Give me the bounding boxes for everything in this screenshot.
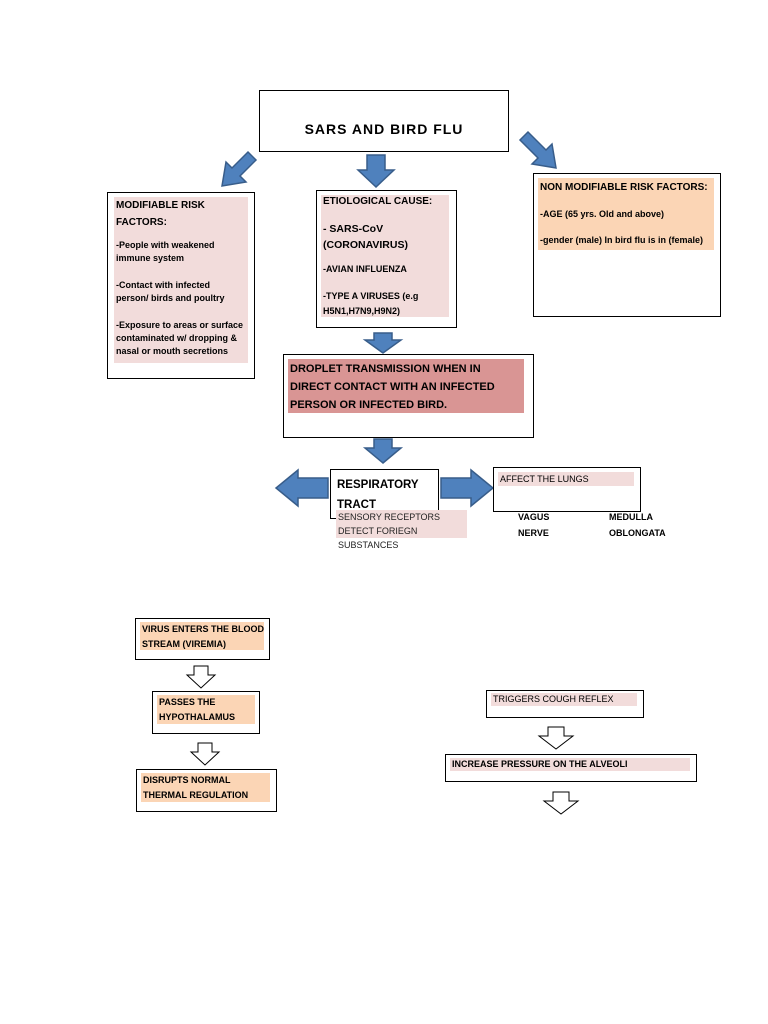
medulla-text: MEDULLA OBLONGATA: [609, 512, 666, 538]
hollow-arrow-3: [537, 726, 575, 750]
arrow-left-from-respiratory: [274, 468, 329, 508]
diagram-title: SARS AND BIRD FLU: [304, 121, 464, 137]
cough-text: TRIGGERS COUGH REFLEX: [493, 694, 614, 704]
vagus-nerve-text: VAGUS NERVE: [518, 512, 550, 538]
viremia-text: VIRUS ENTERS THE BLOOD STREAM (VIREMIA): [142, 624, 265, 649]
lungs-box: AFFECT THE LUNGS: [493, 467, 641, 512]
modifiable-item-1: -People with weakened immune system: [116, 240, 215, 263]
arrow-to-modifiable: [221, 150, 258, 187]
modifiable-item-2: -Contact with infected person/ birds and…: [116, 280, 225, 303]
arrow-to-droplet: [362, 332, 404, 354]
arrow-right-from-respiratory: [440, 468, 495, 508]
non-modifiable-heading: NON MODIFIABLE RISK FACTORS:: [540, 182, 708, 193]
thermal-text: DISRUPTS NORMAL THERMAL REGULATION: [143, 775, 249, 800]
alveoli-highlight: [450, 758, 690, 771]
hypothalamus-box: PASSES THE HYPOTHALAMUS: [152, 691, 260, 734]
hollow-arrow-2: [189, 742, 221, 766]
arrow-to-respiratory: [362, 438, 404, 464]
etiological-highlight: [321, 195, 449, 317]
modifiable-risk-box: MODIFIABLE RISK FACTORS: -People with we…: [107, 192, 255, 379]
viremia-highlight: [140, 622, 264, 650]
droplet-highlight: [288, 359, 524, 413]
etiological-item-1: - SARS-CoV (CORONAVIRUS): [323, 223, 408, 251]
lungs-highlight: [498, 472, 634, 486]
hollow-arrow-4: [542, 791, 580, 815]
title-box: SARS AND BIRD FLU: [259, 90, 509, 152]
alveoli-text: INCREASE PRESSURE ON THE ALVEOLI: [452, 759, 628, 769]
hollow-arrow-1: [185, 665, 217, 689]
thermal-highlight: [141, 773, 270, 802]
thermal-box: DISRUPTS NORMAL THERMAL REGULATION: [136, 769, 277, 812]
alveoli-box: INCREASE PRESSURE ON THE ALVEOLI: [445, 754, 697, 782]
cough-highlight: [491, 693, 637, 706]
lungs-text: AFFECT THE LUNGS: [500, 474, 589, 484]
viremia-box: VIRUS ENTERS THE BLOOD STREAM (VIREMIA): [135, 618, 270, 660]
droplet-box: DROPLET TRANSMISSION WHEN IN DIRECT CONT…: [283, 354, 534, 438]
non-modifiable-box: NON MODIFIABLE RISK FACTORS: -AGE (65 yr…: [533, 173, 721, 317]
etiological-box: ETIOLOGICAL CAUSE: - SARS-CoV (CORONAVIR…: [316, 190, 457, 328]
cough-box: TRIGGERS COUGH REFLEX: [486, 690, 644, 718]
sensory-text: SENSORY RECEPTORS DETECT FORIEGN SUBSTAN…: [338, 512, 441, 550]
modifiable-heading: MODIFIABLE RISK FACTORS:: [116, 200, 205, 228]
droplet-text: DROPLET TRANSMISSION WHEN IN DIRECT CONT…: [290, 363, 495, 411]
hypothalamus-highlight: [157, 695, 255, 724]
arrow-to-etiological: [356, 154, 396, 189]
etiological-item-3: -TYPE A VIRUSES (e.g H5N1,H7N9,H9N2): [323, 291, 419, 316]
modifiable-highlight: [114, 197, 248, 363]
hypothalamus-text: PASSES THE HYPOTHALAMUS: [159, 697, 235, 722]
respiratory-text: RESPIRATORY TRACT: [337, 479, 419, 511]
non-modifiable-item-2: -gender (male) In bird flu is in (female…: [540, 235, 704, 245]
arrow-to-non-modifiable: [518, 130, 557, 169]
etiological-heading: ETIOLOGICAL CAUSE:: [323, 196, 433, 207]
modifiable-item-3: -Exposure to areas or surface contaminat…: [116, 320, 244, 356]
etiological-item-2: -AVIAN INFLUENZA: [323, 264, 407, 274]
sensory-highlight: [336, 510, 467, 538]
non-modifiable-highlight: [538, 178, 714, 250]
non-modifiable-item-1: -AGE (65 yrs. Old and above): [540, 209, 665, 219]
